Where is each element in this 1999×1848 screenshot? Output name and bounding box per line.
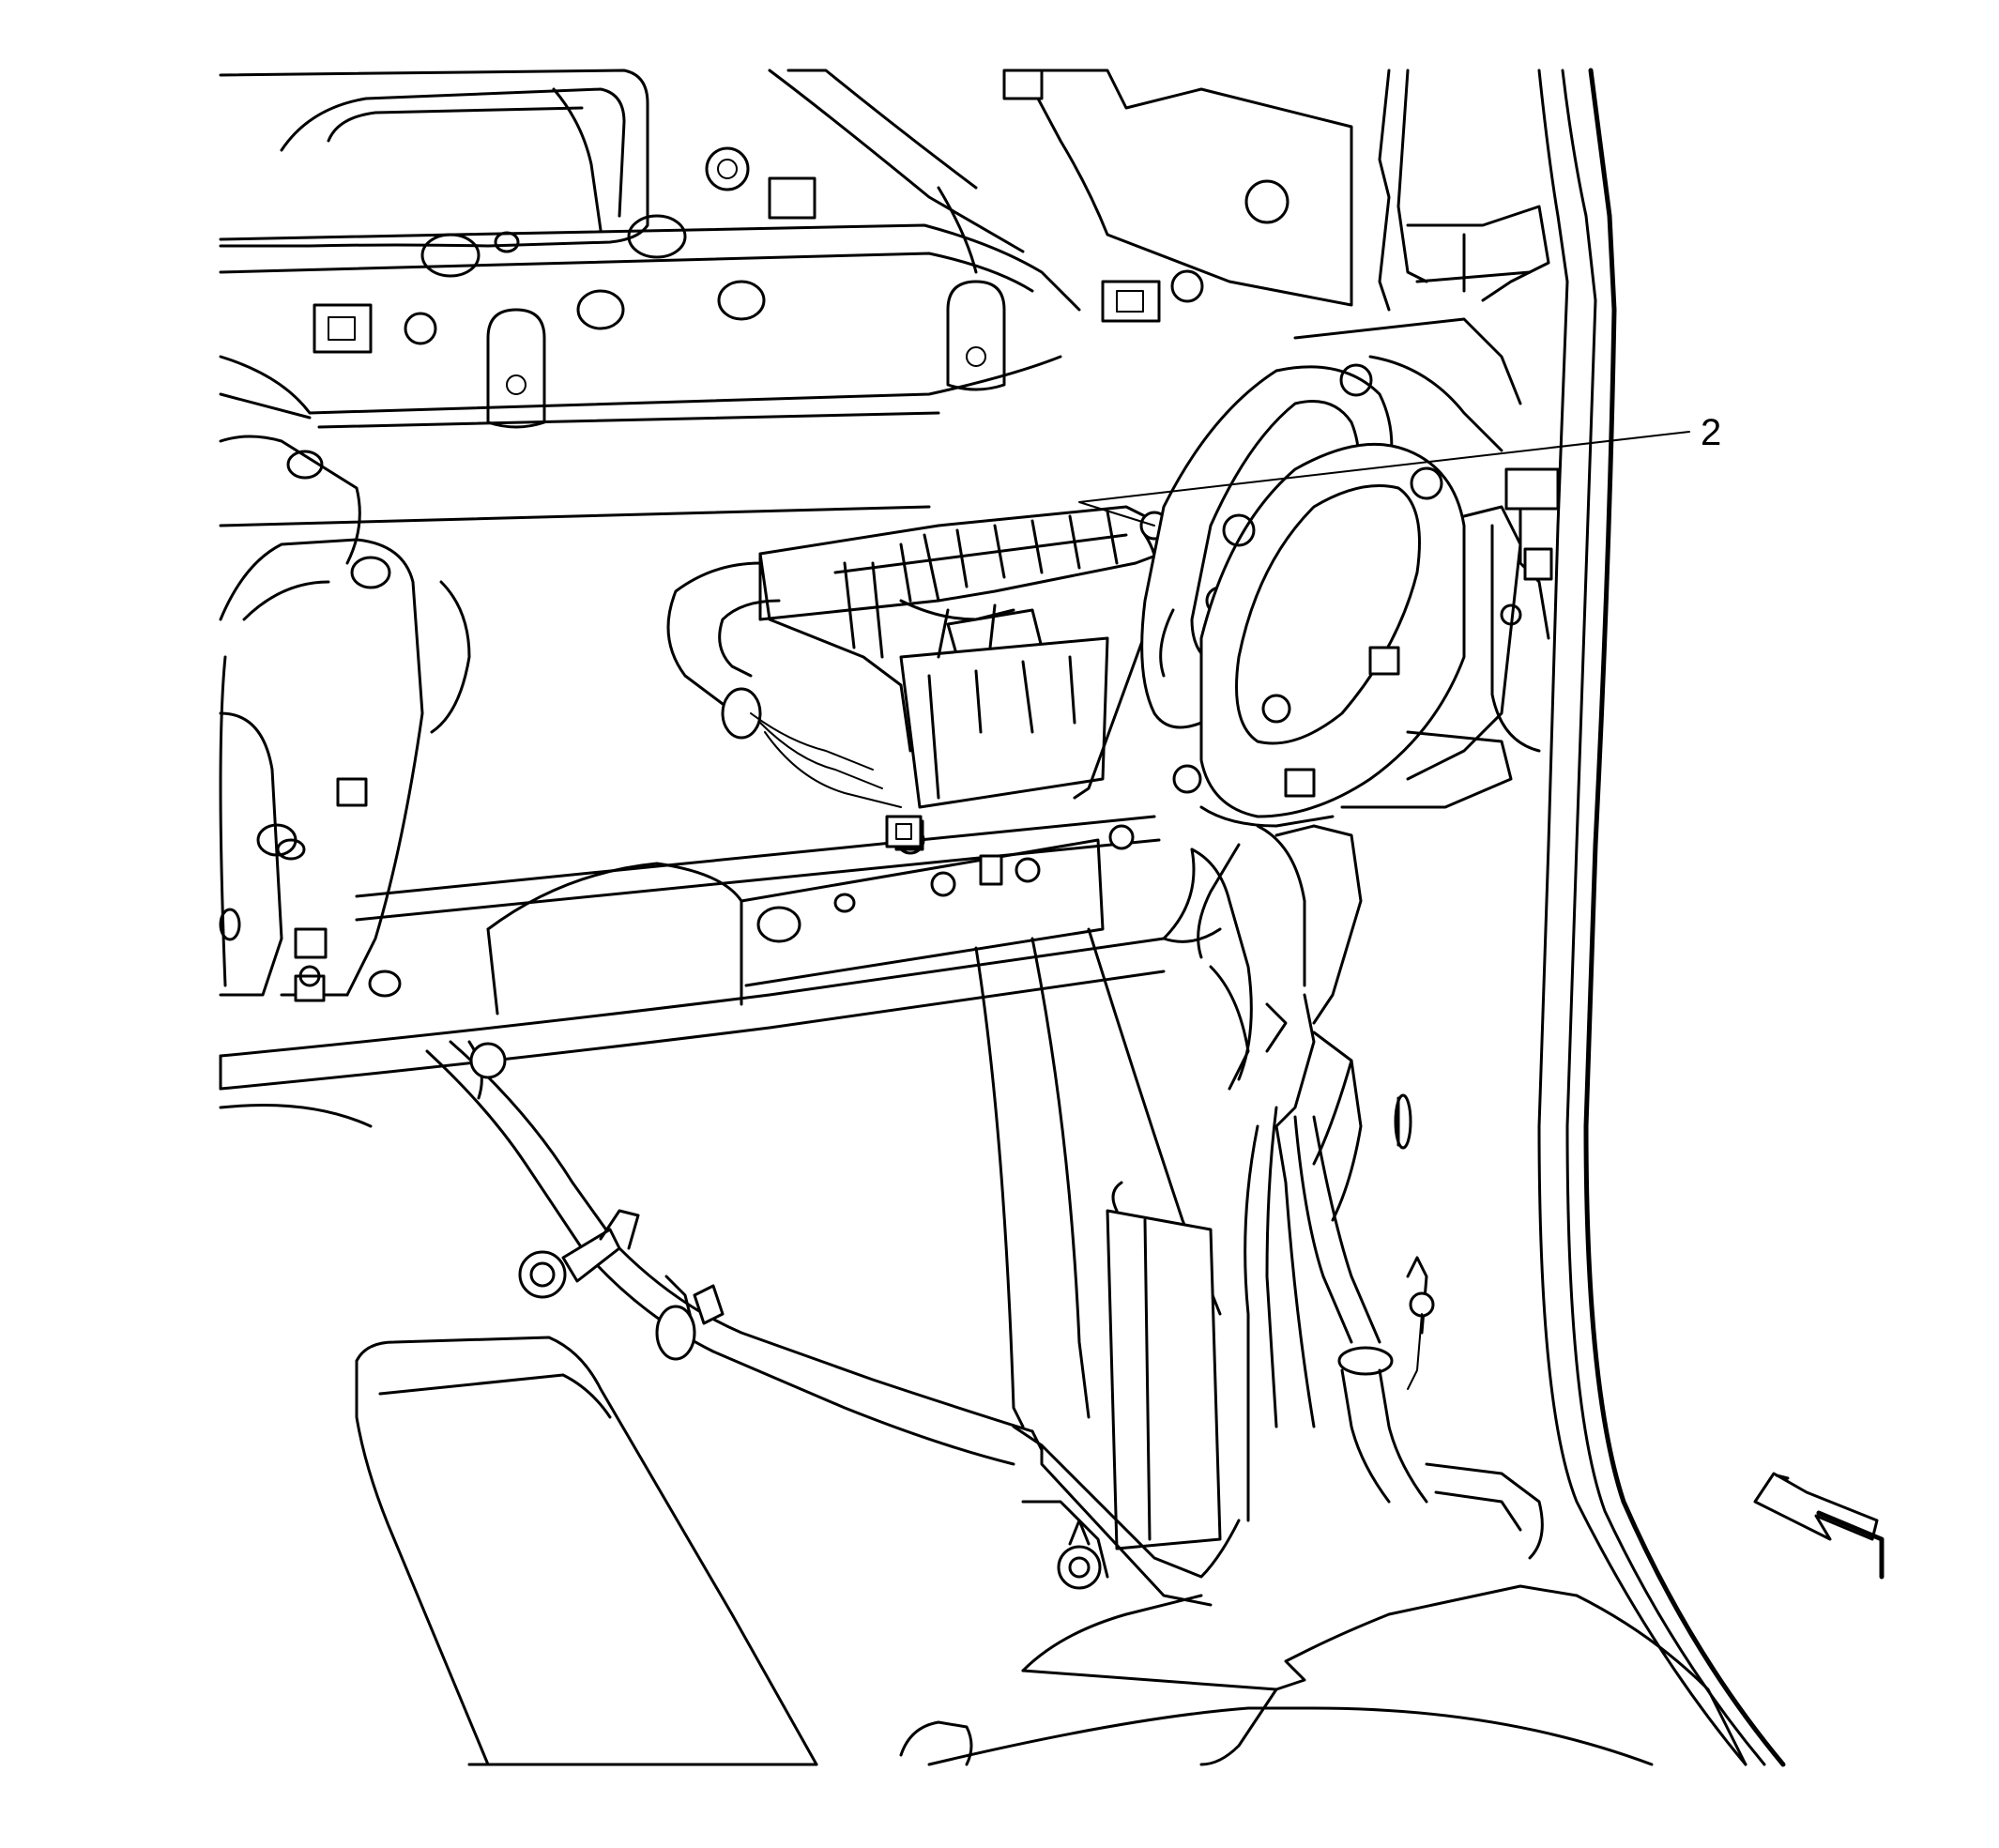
right-oval-brackets: [1140, 317, 1522, 828]
lower-beam: [219, 505, 1222, 1091]
wiring-harness: [666, 561, 902, 808]
callout-label: 2: [1701, 412, 1721, 453]
callout-2: 2: [1078, 412, 1721, 527]
floor-and-harness: [219, 1040, 1747, 1766]
center-support: [974, 927, 1241, 1607]
view-direction-arrow: [1753, 1472, 1885, 1580]
right-pillar: [1378, 68, 1786, 1767]
right-lower-harness: [1190, 824, 1544, 1560]
upper-dash-structure: [219, 69, 1353, 429]
relay-block: [758, 505, 1175, 848]
